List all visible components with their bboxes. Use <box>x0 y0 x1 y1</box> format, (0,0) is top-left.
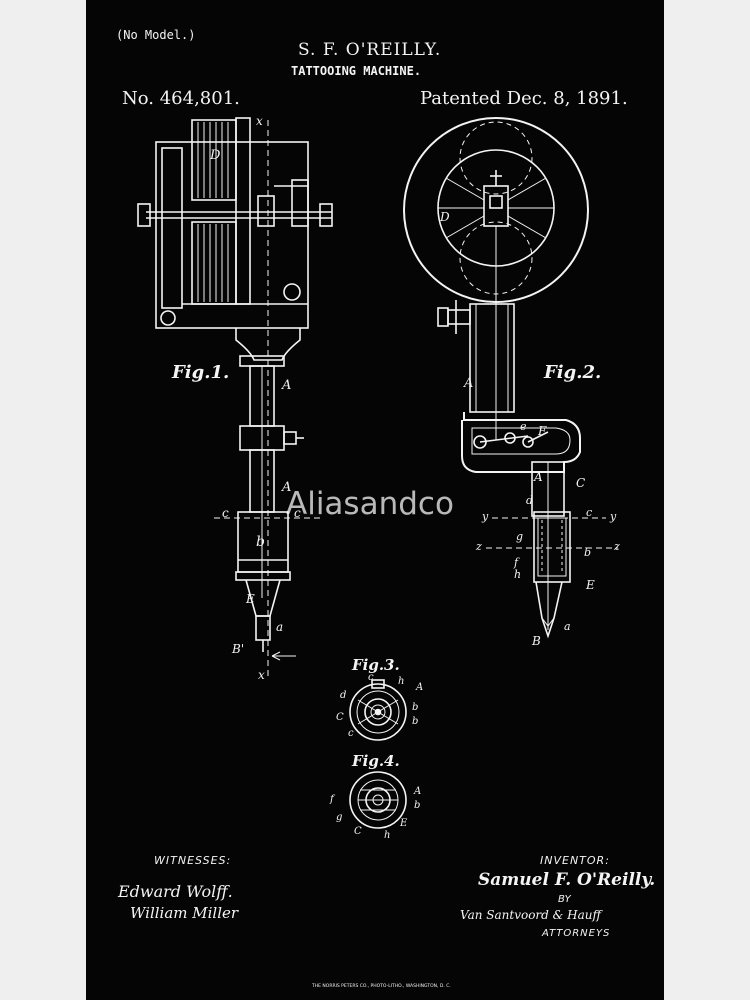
fig3-letter: c <box>348 728 354 739</box>
fig2-letter: z <box>614 540 620 553</box>
watermark-text: Aliasandco <box>286 486 454 522</box>
fig4-drawing <box>349 771 407 829</box>
fig2-letter: B <box>532 634 541 648</box>
fig3-letter: d <box>340 690 347 701</box>
inventor-signature: Samuel F. O'Reilly. <box>478 870 656 890</box>
inventor-name: S. F. O'REILLY. <box>298 40 442 60</box>
inventor-label: INVENTOR: <box>540 854 610 867</box>
witness-signature-2: William Miller <box>130 904 239 922</box>
fig1-letter: c <box>222 506 229 520</box>
fig2-letter: e <box>520 420 527 433</box>
fig2-letter: b <box>584 546 592 559</box>
fig1-letter: A <box>282 480 292 495</box>
attorneys-signature: Van Santvoord & Hauff <box>460 908 601 922</box>
fig2-letter: y <box>610 510 617 523</box>
fig2-letter: g <box>516 530 524 543</box>
fig2-letter: A <box>534 470 543 484</box>
fig1-letter: c <box>294 506 301 520</box>
fig2-letter: h <box>514 568 522 581</box>
fig2-letter: F <box>538 424 547 438</box>
fig1-letter: D <box>210 148 221 163</box>
fig1-letter: B' <box>232 642 245 656</box>
patent-number: No. 464,801. <box>122 88 240 109</box>
fig3-letter: b <box>412 716 419 727</box>
fig2-letter: A <box>464 376 474 391</box>
fig4-letter: g <box>336 812 343 823</box>
fig4-letter: C <box>354 826 362 837</box>
fig4-letter: h <box>384 830 391 841</box>
fig4-letter: b <box>414 800 421 811</box>
fig2-letter: C <box>576 476 586 490</box>
fig2-drawing <box>403 117 618 639</box>
fig2-label: Fig.2. <box>544 362 602 383</box>
fig1-letter: A <box>282 378 292 393</box>
fig2-letter: f <box>514 556 519 569</box>
by-label: BY <box>558 894 571 905</box>
fig2-letter: y <box>482 510 489 523</box>
fig4-letter: E <box>400 818 408 829</box>
fig3-letter: b <box>412 702 419 713</box>
attorneys-label: ATTORNEYS <box>542 928 611 939</box>
witnesses-label: WITNESSES: <box>154 854 232 867</box>
fig3-letter: h <box>398 676 405 687</box>
fig2-letter: d <box>526 494 534 507</box>
fig4-letter: A <box>414 786 422 797</box>
fig1-letter: E <box>246 592 255 606</box>
fig1-drawing <box>137 117 333 678</box>
fig3-label: Fig.3. <box>352 656 400 674</box>
fig3-letter: A <box>416 682 424 693</box>
fig2-letter: c <box>586 506 593 519</box>
fig2-letter: a <box>564 620 571 633</box>
fig3-letter: C <box>336 712 344 723</box>
patent-title: TATTOOING MACHINE. <box>291 64 422 78</box>
witness-signature-1: Edward Wolff. <box>118 882 233 901</box>
fig3-letter: c <box>368 672 374 683</box>
fig2-letter: z <box>476 540 482 553</box>
model-note: (No Model.) <box>116 28 196 42</box>
printer-credit: THE NORRIS PETERS CO., PHOTO-LITHO., WAS… <box>312 984 451 989</box>
fig4-letter: f <box>330 794 334 805</box>
fig1-label: Fig.1. <box>172 362 230 383</box>
fig1-letter: a <box>276 620 284 634</box>
fig1-letter: b <box>256 534 265 550</box>
patent-date: Patented Dec. 8, 1891. <box>420 88 628 109</box>
fig2-letter: E <box>586 578 595 592</box>
fig3-drawing <box>349 679 407 741</box>
fig2-letter: D <box>440 210 450 224</box>
patent-sheet: (No Model.) S. F. O'REILLY. TATTOOING MA… <box>86 0 664 1000</box>
fig4-label: Fig.4. <box>352 752 400 770</box>
patent-drawing <box>137 117 618 829</box>
fig1-letter: x <box>256 114 263 128</box>
fig1-letter: x <box>258 668 265 682</box>
